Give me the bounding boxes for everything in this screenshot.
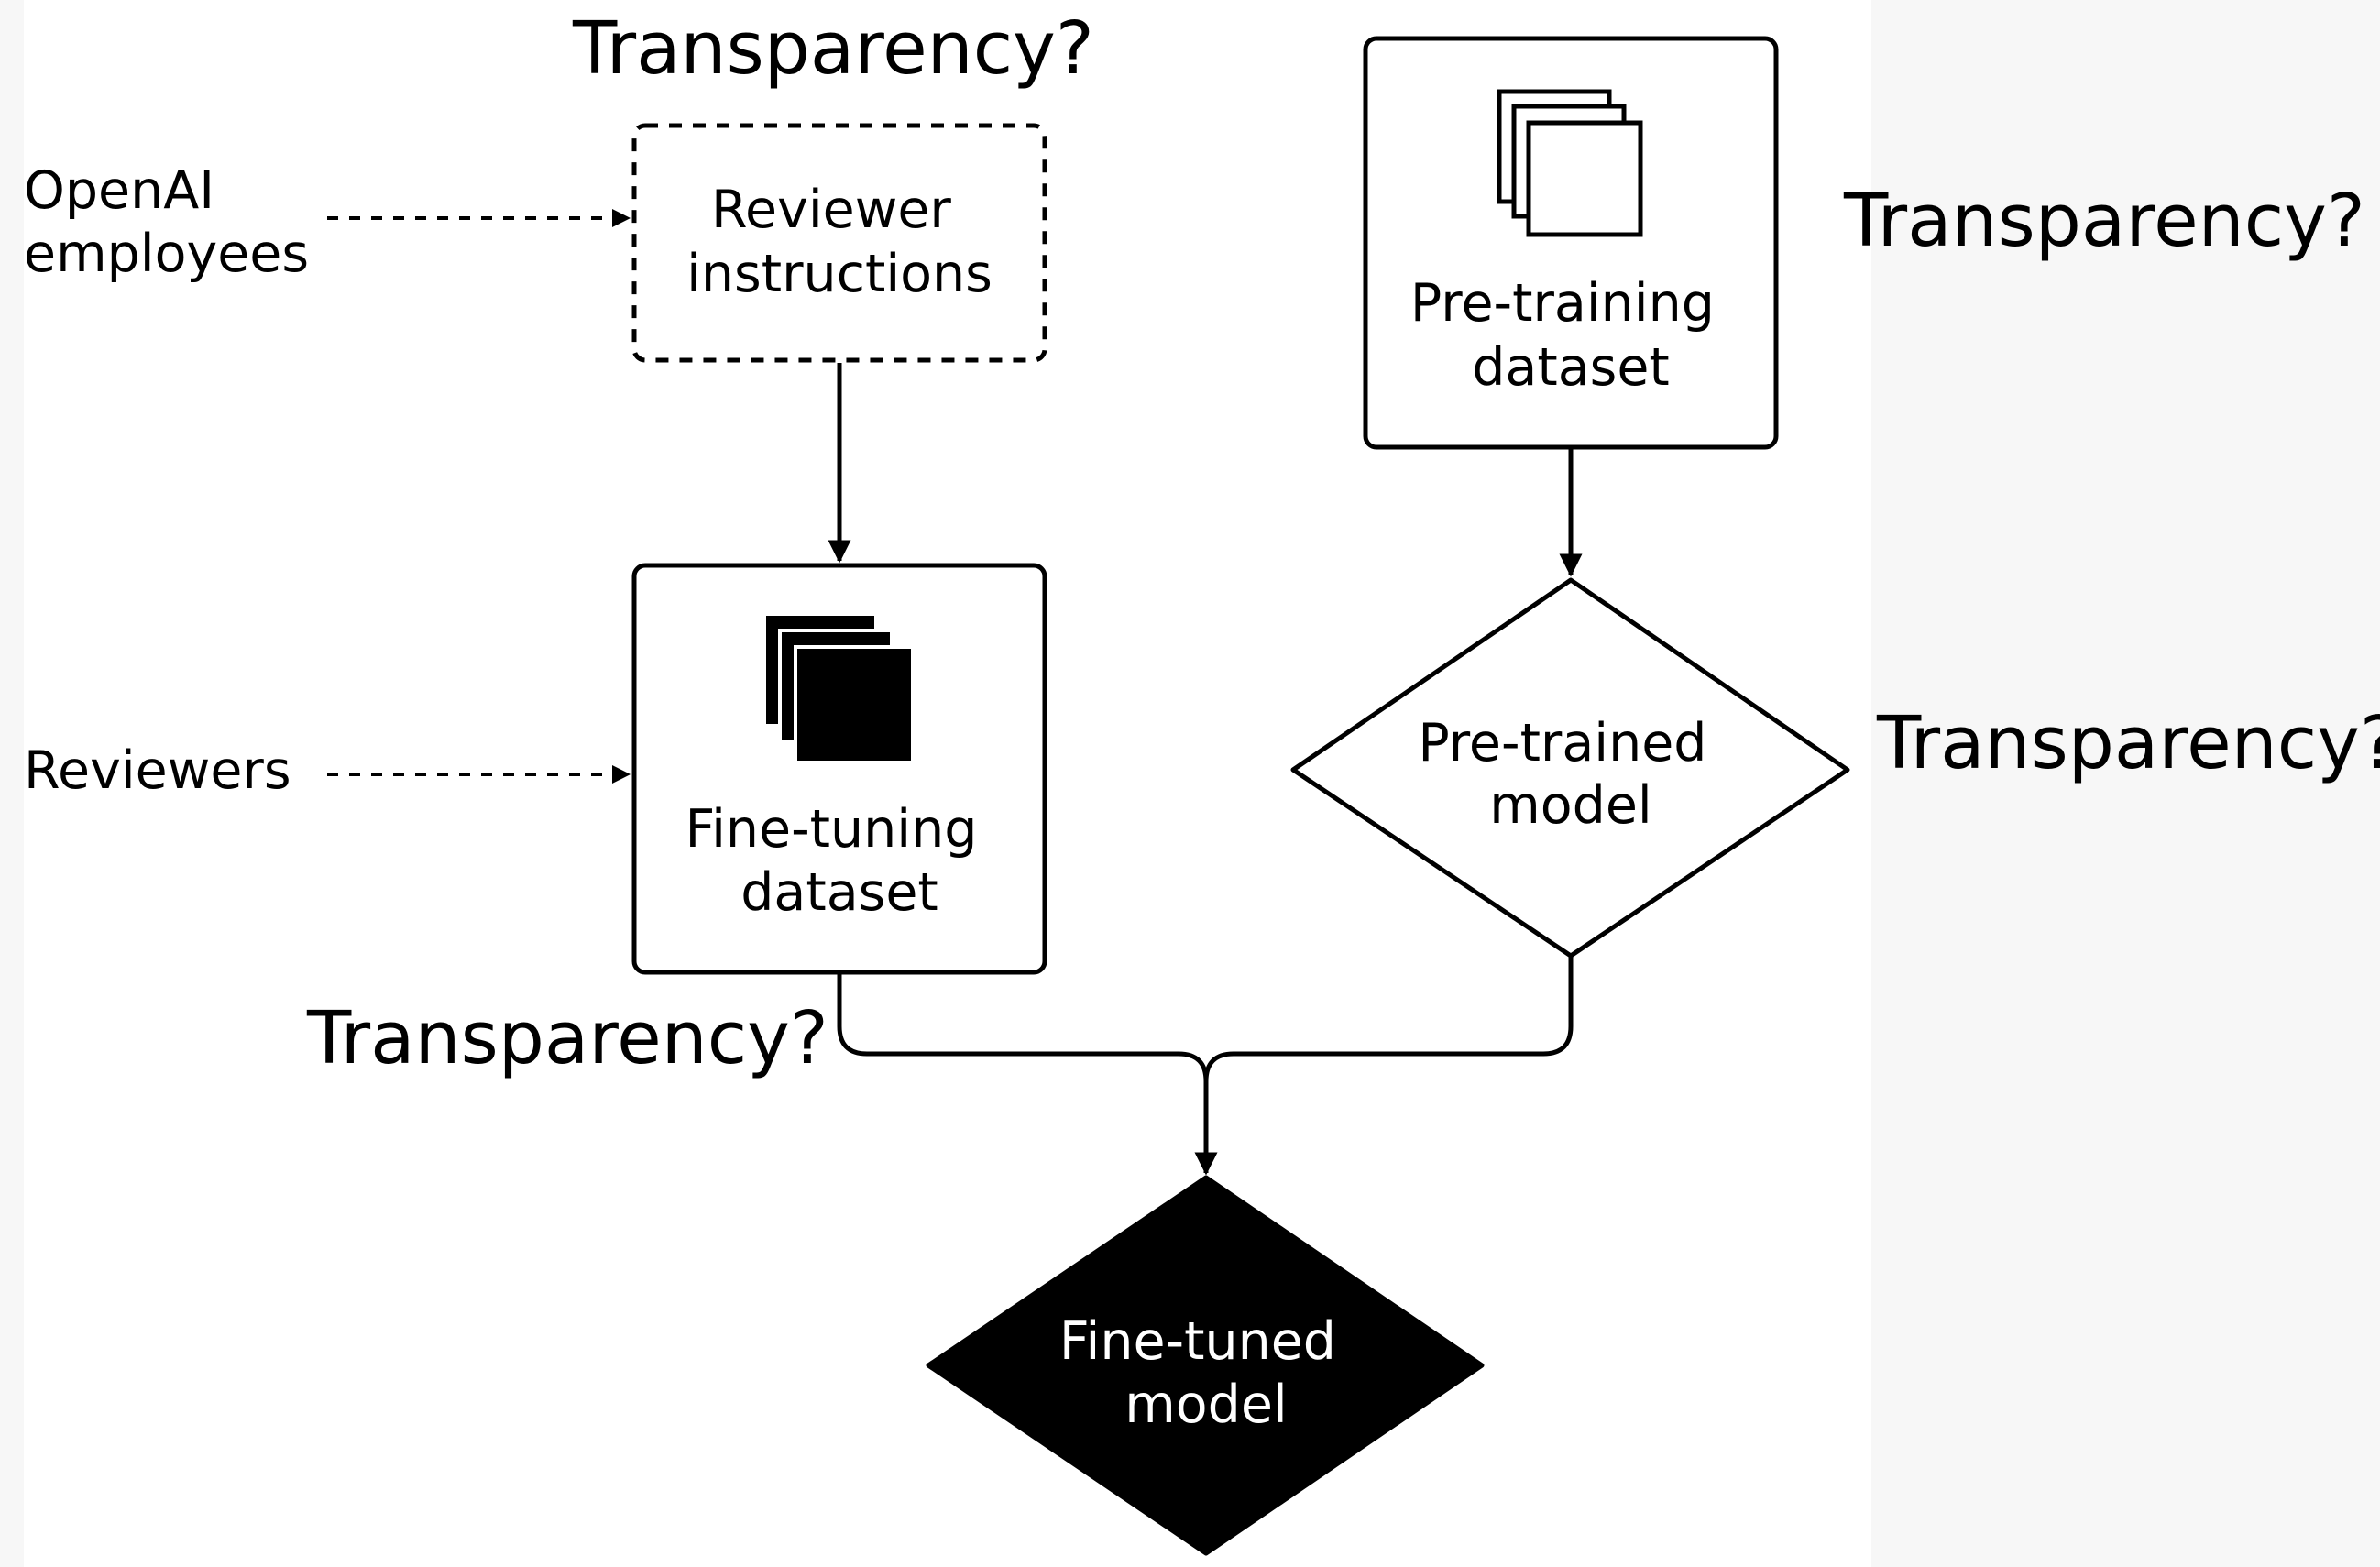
node-pretraining-dataset: Pre-training dataset (1363, 36, 1779, 450)
node-label-reviewer-instructions: Reviewer instructions (686, 180, 993, 304)
node-finetuning-dataset: Fine-tuning dataset (631, 563, 1047, 975)
connector-pretrained-to-merge (1203, 957, 1574, 1082)
node-label-finetuned-model: Fine-tuned model (1059, 1311, 1353, 1435)
transparency-annotation-reviewer-instructions: Transparency? (572, 6, 1094, 91)
document-stack-icon (1497, 89, 1643, 237)
node-reviewer-instructions: Reviewer instructions (631, 123, 1047, 363)
transparency-annotation-pretraining-dataset: Transparency? (1843, 179, 2365, 263)
node-pretrained-model: Pre-trained model (1290, 577, 1850, 959)
node-label-pretraining-dataset: Pre-training dataset (1410, 273, 1731, 398)
node-label-pretrained-model: Pre-trained model (1418, 713, 1723, 836)
source-label-reviewers: Reviewers (24, 740, 291, 801)
node-finetuned-model: Fine-tuned model (926, 1175, 1485, 1556)
filled-document-stack-icon (762, 612, 915, 764)
transparency-annotation-finetuning-dataset: Transparency? (306, 996, 828, 1080)
transparency-annotation-pretrained-model: Transparency? (1876, 701, 2380, 785)
connector-finetuning-to-merge (837, 973, 1209, 1082)
node-label-finetuning-dataset: Fine-tuning dataset (685, 799, 993, 923)
source-label-openai-employees: OpenAI employees (24, 160, 309, 284)
